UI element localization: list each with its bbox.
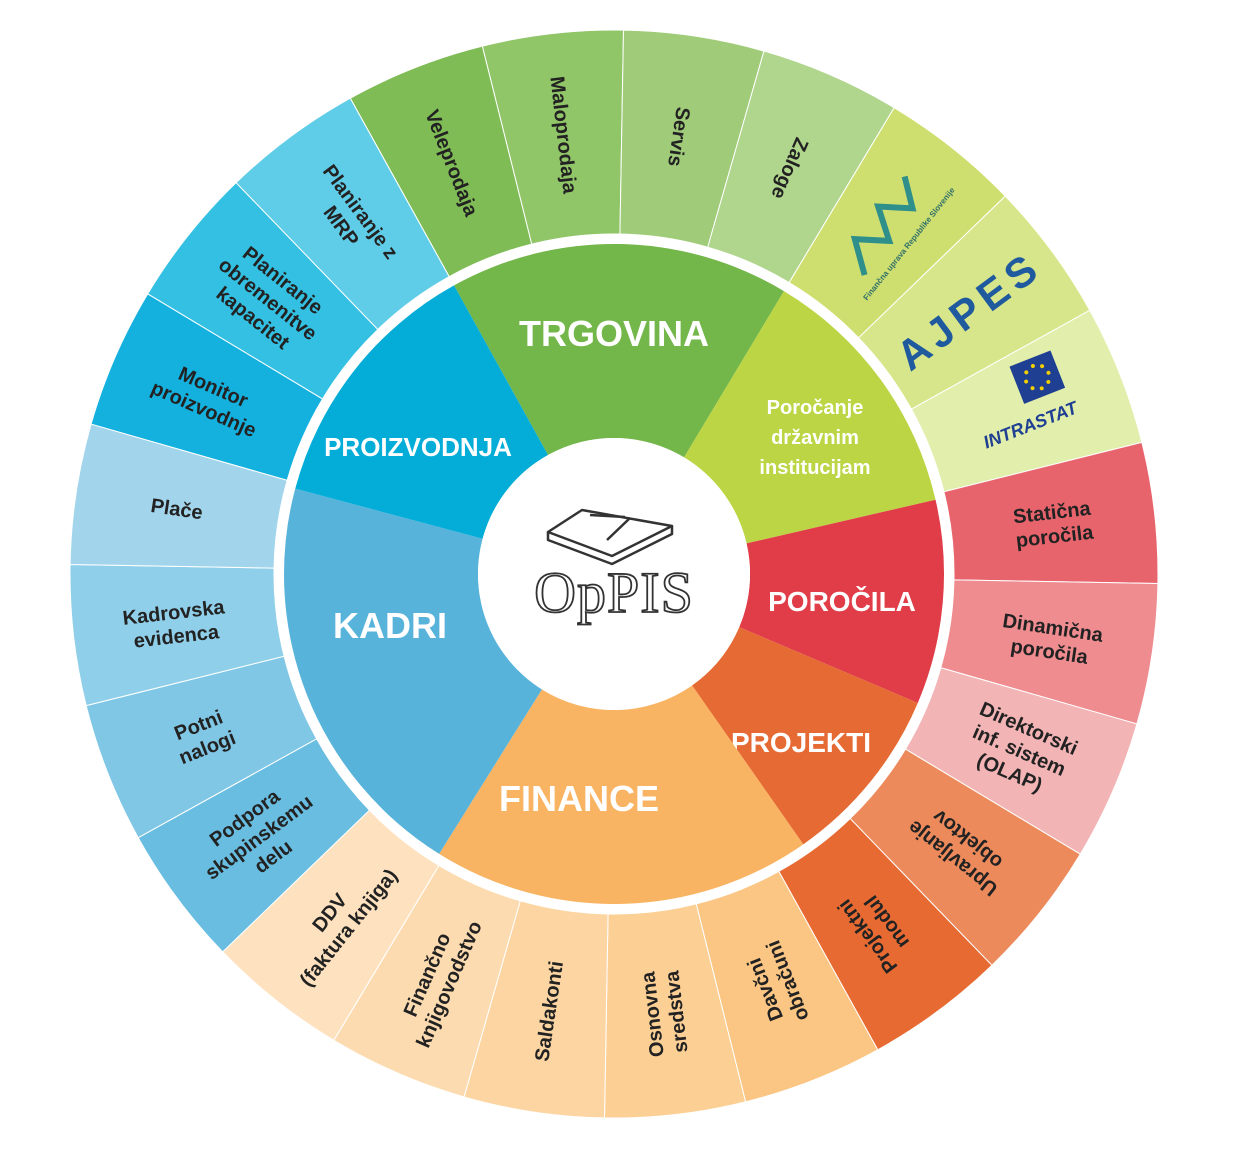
center-disc <box>478 438 750 710</box>
outer-segment-osnovna[interactable]: Osnovnasredstva <box>603 903 747 1119</box>
inner-label-line: PROJEKTI <box>731 727 871 758</box>
outer-segment-projektni[interactable]: Projektnimodul <box>778 817 993 1051</box>
inner-segment-trgovina[interactable]: TRGOVINA <box>454 243 784 458</box>
inner-label-line: državnim <box>771 427 859 449</box>
outer-segment-maloprodaja[interactable]: Maloprodaja <box>481 29 625 245</box>
oppis-logo: OpPIS <box>533 508 694 626</box>
inner-wedge[interactable] <box>283 488 542 854</box>
outer-segment-upravljanje[interactable]: Upravljanjeobjektov <box>849 748 1081 967</box>
outer-segment-davcni[interactable]: Davčniobračuni <box>695 870 879 1103</box>
eu-star-icon <box>1024 370 1029 375</box>
inner-wedge[interactable] <box>739 499 944 703</box>
outer-segment-direktorski[interactable]: Direktorskiinf. sistem(OLAP) <box>904 667 1138 855</box>
inner-label: PROIZVODNJA <box>324 432 512 462</box>
outer-segment-staticna[interactable]: Statičnaporočila <box>943 441 1159 585</box>
inner-wedge[interactable] <box>692 627 918 845</box>
outer-segment-podpora[interactable]: Podporaskupinskemudelu <box>137 738 371 953</box>
inner-segment-finance[interactable]: FINANCE <box>439 685 804 904</box>
eu-flag-icon <box>1009 350 1066 404</box>
outer-segment-planiranje-mrp[interactable]: Planiranje zMRP <box>235 97 450 331</box>
outer-segment-financno[interactable]: Finančnoknjigovodstvo <box>333 864 521 1098</box>
oppis-logo-icon <box>546 508 674 566</box>
outer-segment-monitor[interactable]: Monitorproizvodnje <box>90 293 324 481</box>
inner-label-line: PROIZVODNJA <box>324 432 512 462</box>
eu-star-icon <box>1030 386 1035 391</box>
eu-star-icon <box>1030 363 1035 368</box>
inner-segment-projekti[interactable]: PROJEKTI <box>692 627 918 845</box>
inner-label-line: POROČILA <box>768 585 916 617</box>
inner-label: Poročanje državnim institucijam <box>759 397 870 479</box>
furs-logo-mark <box>850 175 917 276</box>
inner-wedge[interactable] <box>439 685 804 904</box>
outer-segment-dinamicna[interactable]: Dinamičnaporočila <box>940 579 1159 725</box>
inner-segment-proizvodnja[interactable]: PROIZVODNJA <box>295 285 549 539</box>
inner-label: POROČILA <box>768 585 916 617</box>
inner-label: PROJEKTI <box>731 727 871 758</box>
eu-star-icon <box>1024 379 1029 384</box>
inner-segment-kadri[interactable]: KADRI <box>283 488 542 854</box>
inner-label-line: institucijam <box>759 457 870 479</box>
inner-segment-porocila[interactable]: POROČILA <box>739 499 944 703</box>
outer-label: Statičnaporočila <box>1012 498 1095 553</box>
outer-segment-kadrovska[interactable]: Kadrovskaevidenca <box>69 563 285 707</box>
inner-label-line: Poročanje <box>767 397 864 419</box>
eu-star-icon <box>1039 386 1044 391</box>
inner-label: TRGOVINA <box>519 313 709 354</box>
outer-segment-veleprodaja[interactable]: Veleprodaja <box>349 45 533 278</box>
inner-wedge[interactable] <box>684 291 936 544</box>
inner-label: KADRI <box>333 605 447 646</box>
inner-segment-porocanje[interactable]: Poročanje državnim institucijam <box>684 291 936 544</box>
inner-wedge[interactable] <box>454 243 784 458</box>
inner-ring: TRGOVINA Poročanje državnim institucijamPOR… <box>283 243 944 904</box>
eu-star-icon <box>1040 364 1045 369</box>
inner-label: FINANCE <box>499 778 659 819</box>
inner-label-line: TRGOVINA <box>519 313 709 354</box>
inner-label-line: KADRI <box>333 605 447 646</box>
inner-wedge[interactable] <box>295 285 549 539</box>
oppis-logo-text: OpPIS <box>534 560 694 625</box>
eu-star-icon <box>1046 370 1051 375</box>
eu-star-icon <box>1046 379 1051 384</box>
inner-label-line: FINANCE <box>499 778 659 819</box>
outer-segment-saldakonti[interactable]: Saldakonti <box>463 900 609 1119</box>
outer-segment-intrastat-logo[interactable]: INTRASTAT <box>910 309 1143 493</box>
